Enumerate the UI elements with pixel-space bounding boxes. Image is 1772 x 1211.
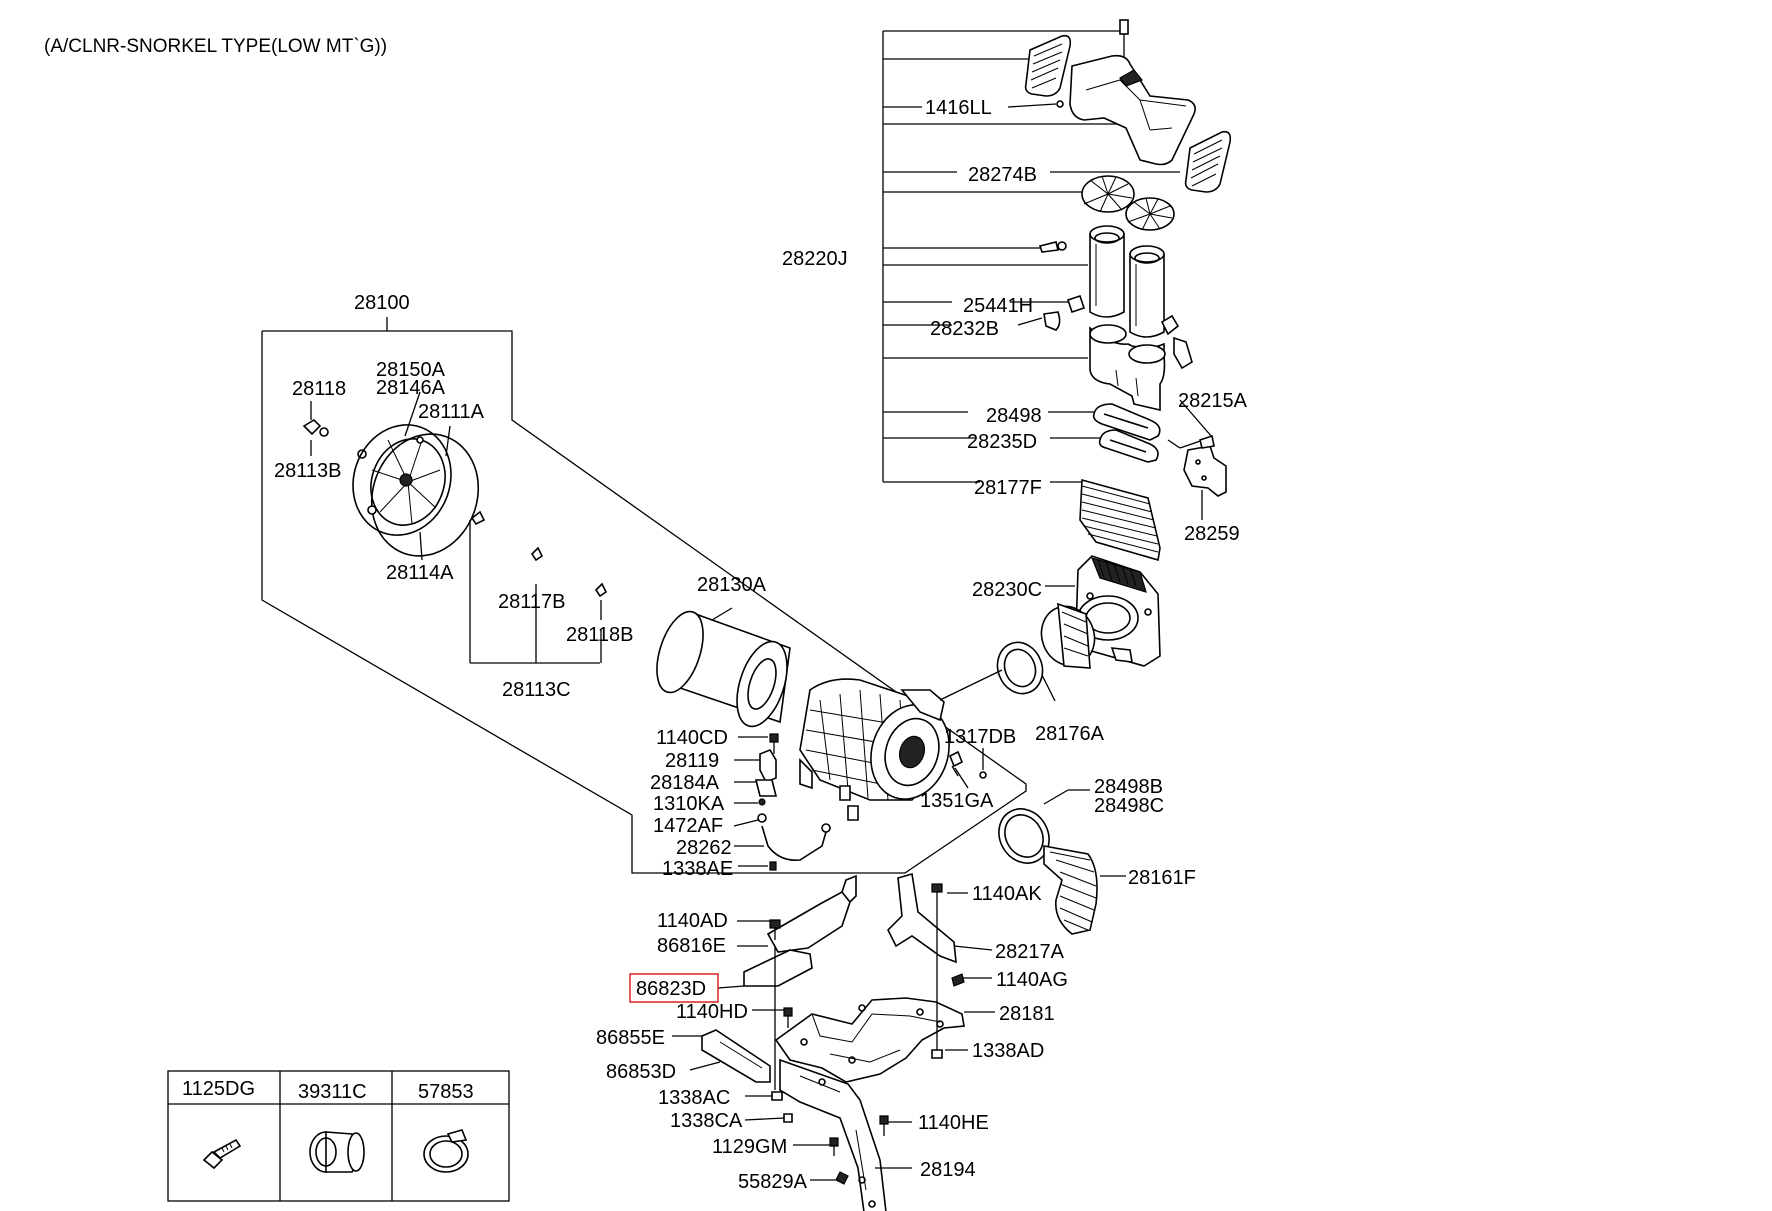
- label-1140AK: 1140AK: [972, 883, 1042, 905]
- legend-col2-label: 39311C: [298, 1081, 367, 1103]
- label-28217A: 28217A: [995, 941, 1065, 963]
- label-28498: 28498: [986, 405, 1042, 427]
- label-28176A: 28176A: [1035, 723, 1105, 745]
- snorkel-head: [1069, 54, 1196, 166]
- air-cleaner-housing: [799, 678, 950, 821]
- clip-28118B: [594, 582, 608, 598]
- fastener-legend-table: 1125DG 39311C 57853: [167, 1070, 510, 1202]
- snorkel-tubes: [1089, 225, 1165, 338]
- label-1338CA: 1338CA: [670, 1110, 743, 1132]
- label-1140AG: 1140AG: [996, 969, 1068, 991]
- leader-28176A-housing: [939, 669, 1003, 701]
- snorkel-assembly: [996, 19, 1232, 695]
- label-28117B: 28117B: [498, 591, 565, 613]
- label-28118B: 28118B: [566, 624, 633, 646]
- part-labels: 1416LL 28274B 28220J 25441H 28232B 28215…: [274, 97, 1248, 1193]
- snorkel-bracket-part: [1183, 434, 1227, 497]
- bolt-icon: [202, 1138, 242, 1170]
- label-1140HD: 1140HD: [676, 1001, 748, 1023]
- intake-elbow: [996, 602, 1096, 695]
- air-cleaner-cover-leaders: [310, 391, 733, 664]
- label-28498B: 28498B: [1094, 776, 1163, 798]
- snorkel-y-body: [1089, 324, 1166, 412]
- label-28215A: 28215A: [1178, 390, 1248, 412]
- label-28161F: 28161F: [1128, 867, 1196, 889]
- mounting-brackets: [672, 872, 995, 1211]
- label-28262: 28262: [676, 837, 732, 859]
- air-cleaner-cover: [302, 418, 486, 557]
- hose-and-clamp: [998, 789, 1126, 935]
- snorkel-vane-upper: [1081, 175, 1135, 213]
- label-28114A: 28114A: [386, 562, 454, 584]
- label-28230C: 28230C: [972, 579, 1042, 601]
- label-28194: 28194: [920, 1159, 976, 1181]
- label-1338AD: 1338AD: [972, 1040, 1044, 1062]
- label-28181: 28181: [999, 1003, 1055, 1025]
- small-parts-column: [733, 733, 831, 871]
- diagram-title: (A/CLNR-SNORKEL TYPE(LOW MT`G)): [44, 36, 387, 57]
- label-86855E: 86855E: [596, 1027, 665, 1049]
- label-28100: 28100: [354, 292, 410, 314]
- corrugated-hose: [1079, 478, 1161, 562]
- hose-clamp-icon: [423, 1129, 469, 1173]
- label-28274B: 28274B: [968, 164, 1037, 186]
- label-1140CD: 1140CD: [656, 727, 728, 749]
- label-55829A: 55829A: [738, 1171, 808, 1193]
- label-28119: 28119: [665, 750, 719, 772]
- snorkel-gaskets: [1092, 403, 1161, 463]
- clip-28117B: [530, 546, 544, 562]
- snorkel-grille-left: [1024, 34, 1072, 97]
- label-1416LL: 1416LL: [925, 97, 992, 119]
- label-28111A: 28111A: [418, 401, 485, 423]
- label-28130A: 28130A: [697, 574, 767, 596]
- label-1472AF: 1472AF: [653, 815, 723, 837]
- label-28220J: 28220J: [782, 248, 848, 270]
- label-28150A: 28150A: [376, 359, 446, 381]
- label-1310KA: 1310KA: [653, 793, 725, 815]
- hose-connector-icon: [309, 1131, 365, 1173]
- label-1338AC: 1338AC: [658, 1087, 730, 1109]
- label-28177F: 28177F: [974, 477, 1042, 499]
- air-cleaner-fasteners: [948, 748, 987, 789]
- label-28259: 28259: [1184, 523, 1240, 545]
- label-28235D: 28235D: [967, 431, 1037, 453]
- air-cleaner-outline: [261, 317, 1027, 874]
- snorkel-vane-lower: [1125, 197, 1175, 231]
- label-1351GA: 1351GA: [920, 790, 994, 812]
- snorkel-bracket: [882, 30, 1213, 702]
- label-1140HE: 1140HE: [918, 1112, 989, 1134]
- highlight-box-86823D: [629, 973, 719, 1003]
- label-1317DB: 1317DB: [944, 726, 1016, 748]
- filter-element: [656, 610, 791, 728]
- label-28113B: 28113B: [274, 460, 341, 482]
- label-86823D: 86823D: [636, 978, 706, 1000]
- label-25441H: 25441H: [963, 295, 1033, 317]
- label-28113C: 28113C: [502, 679, 571, 701]
- label-86816E: 86816E: [657, 935, 726, 957]
- legend-col1-label: 1125DG: [182, 1078, 255, 1100]
- label-28498C: 28498C: [1094, 795, 1164, 817]
- label-1140AD: 1140AD: [657, 910, 728, 932]
- label-1129GM: 1129GM: [712, 1136, 787, 1158]
- label-86853D: 86853D: [606, 1061, 676, 1083]
- label-1338AE: 1338AE: [662, 858, 733, 880]
- label-28184A: 28184A: [650, 772, 720, 794]
- label-28118: 28118: [292, 378, 346, 400]
- label-28232B: 28232B: [930, 318, 999, 340]
- legend-col3-label: 57853: [418, 1081, 474, 1103]
- label-28146A: 28146A: [376, 377, 446, 399]
